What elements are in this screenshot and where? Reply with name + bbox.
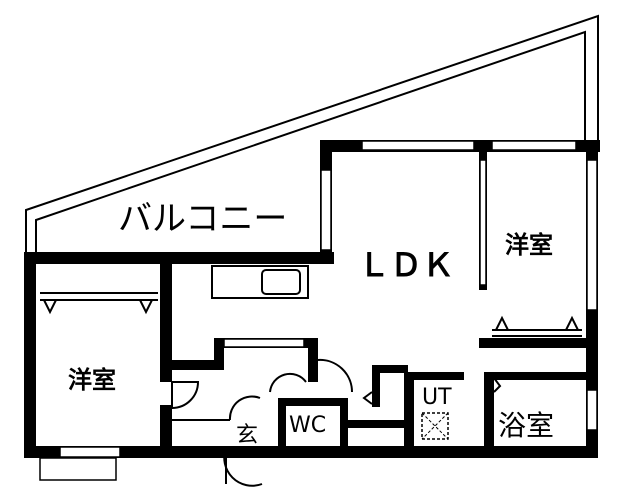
label-ldk: ＬＤＫ	[358, 246, 454, 284]
label-western-room-left: 洋室	[68, 366, 116, 394]
label-balcony: バルコニー	[118, 199, 287, 239]
label-western-room-right: 洋室	[505, 231, 553, 259]
label-entrance: 玄	[236, 423, 258, 448]
label-bathroom: 浴室	[498, 409, 554, 442]
doors	[171, 358, 502, 487]
kitchen	[211, 265, 309, 299]
washer-space	[421, 412, 449, 440]
closets	[40, 292, 582, 337]
label-toilet: WC	[289, 413, 326, 438]
windows	[39, 140, 598, 481]
label-utility: UT	[422, 385, 452, 410]
balcony-outline	[25, 14, 599, 252]
